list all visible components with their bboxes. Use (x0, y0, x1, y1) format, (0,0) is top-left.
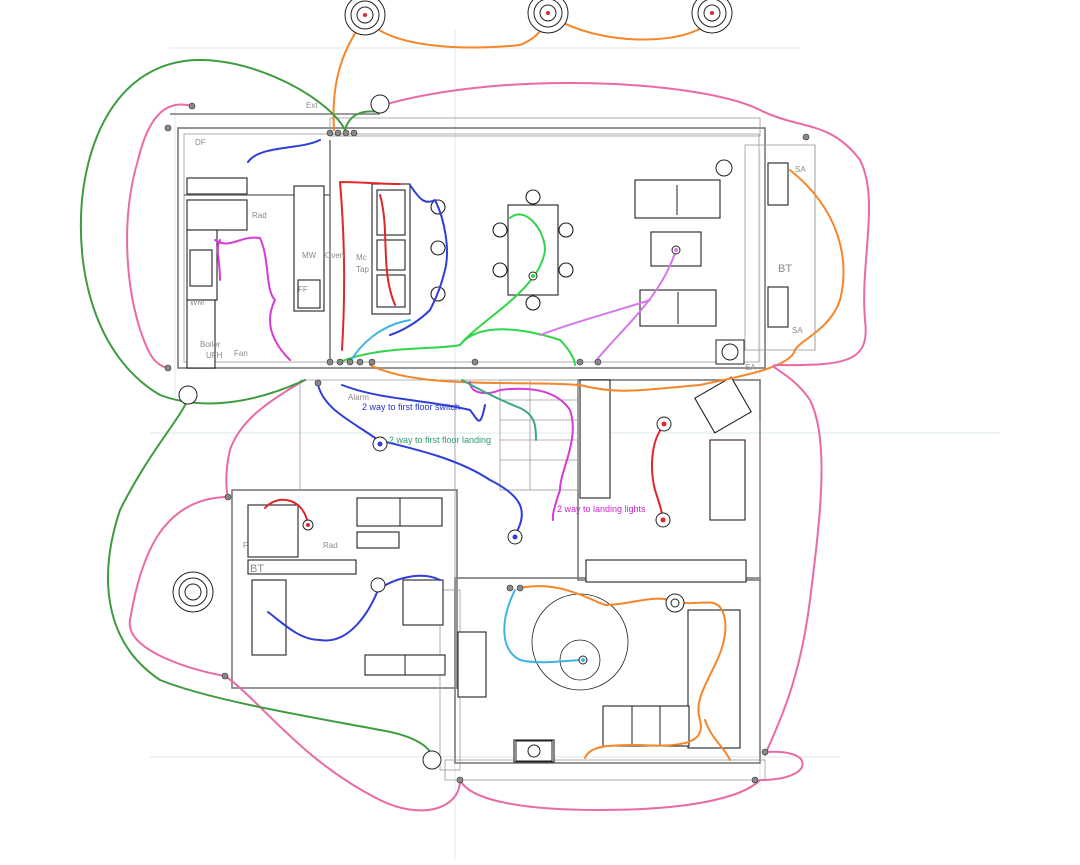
label-alarm: Alarm (348, 393, 369, 402)
light-point-icon (422, 750, 442, 770)
note-two-way-switch: 2 way to first floor switch (362, 402, 460, 412)
switch-icon (761, 748, 769, 756)
light-point-icon (370, 577, 386, 593)
wiring (79, 13, 871, 812)
pink-wire-west (126, 103, 193, 369)
bright-green-wire (339, 213, 576, 366)
label-sa-mid: SA (792, 326, 803, 335)
switch-icon (350, 129, 358, 137)
switch-icon (314, 379, 322, 387)
label-f: F (243, 541, 248, 550)
blue-wire-kitchen (247, 139, 321, 163)
label-mw: MW (302, 251, 317, 260)
light-point-icon (370, 94, 390, 114)
switch-icon (326, 129, 334, 137)
annotation-notes: 2 way to first floor switch 2 way to fir… (362, 402, 646, 514)
ceiling-rose-icon (344, 0, 386, 36)
blue-wire-hall (317, 384, 523, 536)
pink-wire-east (379, 81, 871, 756)
room-labels: Ext DF Rad Oven MW Mc Tap FF WM Boiler U… (190, 101, 806, 575)
light-point-icon (372, 436, 388, 452)
radiator-icon (715, 339, 745, 365)
light-points (178, 94, 733, 770)
label-ufh: UFH (206, 351, 223, 360)
blue-wire-island (389, 184, 448, 336)
switch-icon (334, 129, 342, 137)
label-sa-low: SA (745, 363, 756, 372)
ceiling-rose-icon (527, 0, 569, 34)
switch-icon (356, 358, 364, 366)
sky-wire-lounge (503, 589, 584, 664)
label-boiler: Boiler (200, 340, 221, 349)
grid-guides (150, 30, 1000, 860)
switch-icon (221, 672, 229, 680)
switch-icon (164, 124, 172, 132)
switch-icon (802, 133, 810, 141)
switch-icon (516, 584, 524, 592)
violet-wire (539, 249, 677, 363)
switch-icon (164, 364, 172, 372)
light-point-icon (715, 159, 733, 177)
magenta-wire-stairs (469, 381, 574, 521)
label-fan: Fan (234, 349, 248, 358)
switch-icon (751, 776, 759, 784)
orange-wire-lounge (519, 585, 731, 761)
switch-icon (594, 358, 602, 366)
label-sa-top: SA (795, 165, 806, 174)
ceiling-roses (172, 0, 745, 762)
label-ff: FF (298, 285, 308, 294)
red-wire-bath (264, 498, 309, 526)
light-point-icon (655, 512, 671, 528)
switch-icon (576, 358, 584, 366)
teal-wire (461, 379, 537, 441)
red-wire-lounge (651, 423, 666, 521)
label-oven: Oven (325, 251, 344, 260)
light-point-icon (656, 416, 672, 432)
note-two-way-landing-lights: 2 way to landing lights (557, 504, 646, 514)
note-two-way-landing: 2 way to first floor landing (389, 435, 491, 445)
switch-icon (368, 358, 376, 366)
pink-wire-south (128, 496, 804, 812)
ceiling-rose-icon (691, 0, 733, 34)
light-point-icon (578, 655, 588, 665)
magenta-wire-kitchen (214, 236, 291, 361)
switch-icon (188, 102, 196, 110)
orange-wire-top-roses (332, 13, 713, 131)
label-rad-lower: Rad (323, 541, 338, 550)
radiator-icon (515, 740, 553, 762)
orange-wire-right (369, 169, 845, 392)
light-point-icon (302, 519, 314, 531)
switch-icon (456, 776, 464, 784)
label-tap: Tap (356, 265, 369, 274)
switch-icon (506, 584, 514, 592)
red-wire-kitchen (339, 181, 401, 351)
label-ext: Ext (306, 101, 318, 110)
label-bt-top: BT (778, 263, 792, 275)
label-df: DF (195, 138, 206, 147)
light-point-icon (665, 593, 685, 613)
switch-icon (336, 358, 344, 366)
label-bt-lower: BT (250, 563, 264, 575)
label-rad-kitchen: Rad (252, 211, 267, 220)
switch-icon (342, 129, 350, 137)
switch-icon (471, 358, 479, 366)
label-wm: WM (190, 298, 205, 307)
sky-wire-kitchen (349, 319, 411, 363)
pink-wire-hall (225, 379, 306, 498)
light-point-icon (178, 385, 198, 405)
label-mc: Mc (356, 253, 367, 262)
furniture (186, 162, 789, 763)
light-point-icon (507, 529, 523, 545)
blue-wire-lower (267, 574, 441, 642)
switch-markers (164, 102, 810, 784)
ceiling-rose-icon (172, 571, 214, 613)
switch-icon (346, 358, 354, 366)
light-point-icon (671, 245, 681, 255)
switch-icon (224, 493, 232, 501)
switch-icon (326, 358, 334, 366)
light-point-icon (528, 271, 538, 281)
